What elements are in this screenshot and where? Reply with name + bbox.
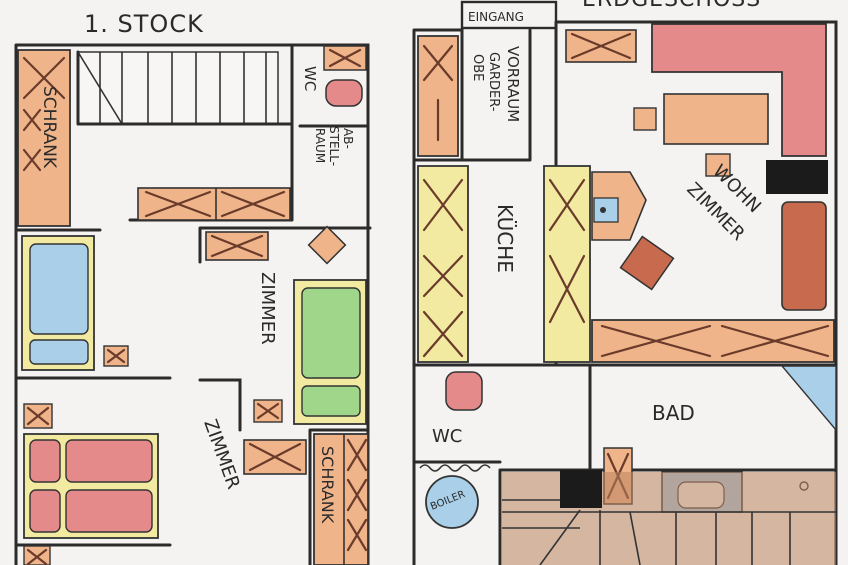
wc-first-floor: WC [298,45,370,128]
dresser-room-right [205,225,347,265]
shower-corner [780,365,837,432]
svg-text:STELL-: STELL- [327,126,341,166]
svg-text:AB-: AB- [341,128,355,149]
bed-blue [21,235,129,371]
label-bad: BAD [652,401,695,425]
pillar [560,470,602,508]
bed-red-double [23,403,159,565]
label-garderobe-2: OBE [470,54,485,81]
first-floor-plan: 1. STOCK SCHRANK [14,10,372,565]
svg-text:RAUM: RAUM [313,128,327,163]
storage-room: AB- STELL- RAUM [313,126,355,166]
label-schrank-top: SCHRANK [39,86,59,169]
cabinet-wohnzimmer [781,201,827,311]
cabinets-middle [137,187,291,221]
wc-ground-floor: WC BOILER [419,371,491,529]
toilet-ground-floor [445,371,483,411]
label-garderobe: GARDER- [486,52,501,112]
cabinet-vorraum [417,35,459,157]
first-floor-title: 1. STOCK [84,10,204,38]
label-vorraum: VORRAUM [504,46,522,122]
toilet-first-floor [325,79,363,107]
wardrobe-bottom-right: SCHRANK [313,433,369,565]
label-wc-first: WC [301,66,319,91]
label-wc-ground: WC [432,426,462,447]
staircase-upper [77,51,279,125]
boiler [425,475,479,529]
label-schrank-bottom: SCHRANK [318,446,337,524]
label-eingang: EINGANG [468,10,524,24]
kitchen-counter-right [543,165,591,363]
staircase-lower [502,470,836,565]
ground-floor-title: ERDGESCHOSS [582,0,761,12]
sideboard [591,319,835,363]
side-table [619,235,675,291]
armchair [591,171,647,241]
first-floor-outer-wall [14,43,370,565]
entrance: EINGANG [460,0,558,30]
fireplace [766,160,828,194]
sofa-corner [651,23,827,157]
kitchen-counter-left [417,165,469,363]
bed-green [253,279,367,425]
wardrobe-top-left: SCHRANK [17,49,71,227]
label-kueche: KÜCHE [493,204,517,273]
dresser-lower [243,439,307,475]
living-room-furniture [565,23,835,363]
label-zimmer-right: ZIMMER [257,272,278,345]
